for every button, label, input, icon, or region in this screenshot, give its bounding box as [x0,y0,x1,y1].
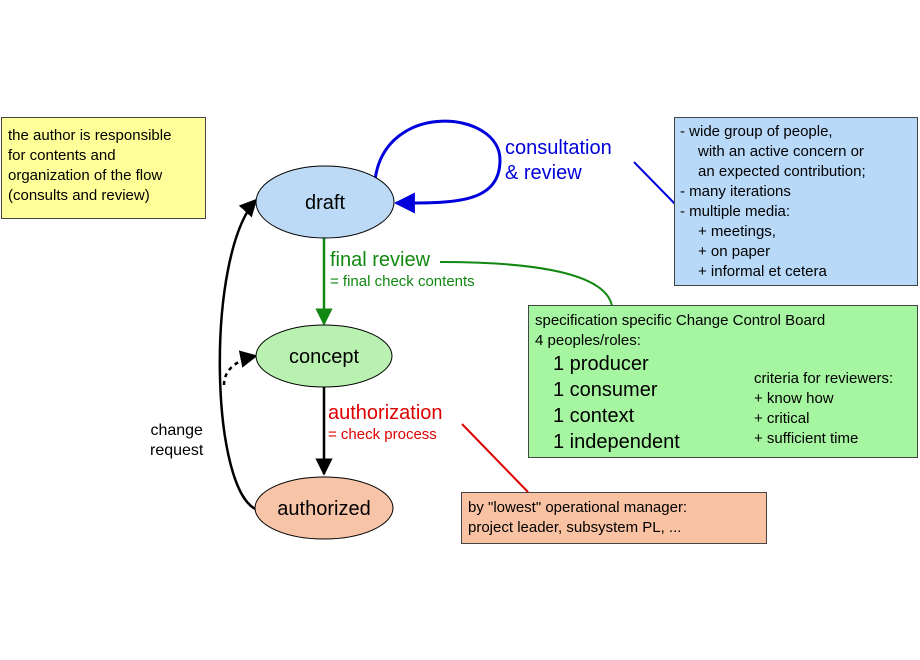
authorization-connector [461,423,529,493]
author-note: the author is responsible for contents a… [1,117,206,219]
ccb-criteria: criteria for reviewers: + know how + cri… [754,370,894,447]
manager-note: by "lowest" operational manager: project… [461,492,767,544]
ccb-subtitle: 4 peoples/roles: [535,332,641,349]
concept-node-label: concept [289,346,359,368]
change-request-arrow [218,198,259,512]
change-request-concept-arrow [222,350,258,386]
concept-node[interactable] [255,324,393,388]
draft-node-label: draft [305,192,345,214]
ccb-note: specification specific Change Control Bo… [528,305,918,458]
authorization-title: authorization [328,402,443,424]
ccb-title: specification specific Change Control Bo… [535,312,826,329]
final-review-connector [439,261,613,307]
authorized-node[interactable] [254,476,394,540]
final-review-title: final review [330,249,431,271]
final-review-sub: = final check contents [330,273,475,290]
authorized-node-label: authorized [277,498,370,520]
consultation-connector [633,161,677,206]
authorization-sub: = check process [328,426,437,443]
final-review-label: final review = final check contents [330,248,475,292]
consultation-label: consultation & review [505,137,612,184]
authorization-label: authorization = check process [328,401,443,445]
consultation-note: - wide group of people, with an active c… [674,117,918,286]
ccb-roles: 1 producer 1 consumer 1 context 1 indepe… [553,353,680,453]
consultation-loop-arrow [373,119,502,214]
change-request-label: change request [150,422,204,459]
draft-node[interactable] [255,165,395,239]
